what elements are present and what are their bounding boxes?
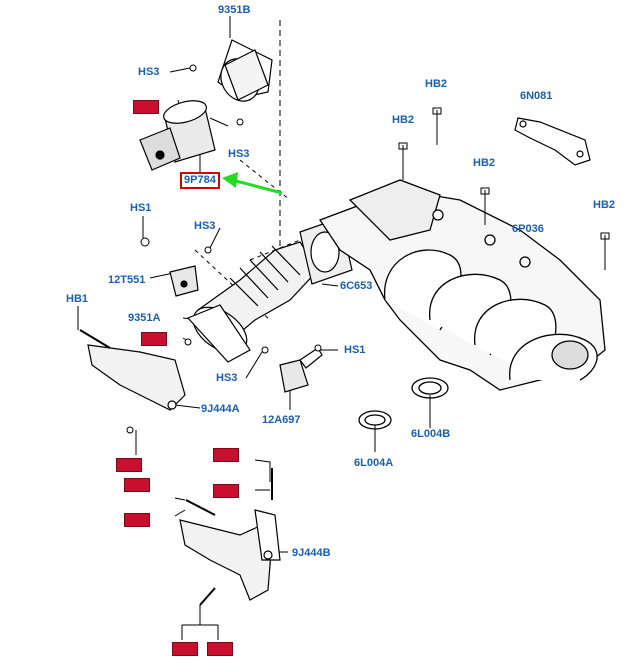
bracket-6N081 [514,117,591,166]
green-arrow [222,172,283,195]
small-screws [126,64,322,434]
label-hs3-lower: HS3 [216,372,238,384]
redacted-label-box [213,448,239,462]
label-hs1-right: HS1 [344,344,366,356]
redacted-label-box [124,478,150,492]
label-hb2-c: HB2 [473,157,496,169]
label-hs1-left: HS1 [130,202,152,214]
label-9351A: 9351A [128,312,161,324]
highlighted-part-label: 9P784 [180,172,220,189]
redacted-label-box [213,484,239,498]
label-hb2-d: HB2 [593,199,616,211]
redacted-label-box [116,458,142,472]
label-12A697: 12A697 [262,414,301,426]
redacted-label-box [124,513,150,527]
redacted-label-box [141,332,167,346]
label-9J444A: 9J444A [201,403,240,415]
label-hs3-left: HS3 [194,220,216,232]
tube-9351B [217,39,273,102]
label-6N081: 6N081 [520,90,553,102]
label-hs3-top: HS3 [138,66,160,78]
label-6P036: 6P036 [512,223,544,235]
redacted-label-box [207,642,233,656]
label-6C653: 6C653 [340,280,373,292]
redacted-label-box [172,642,198,656]
hose-6C653 [186,241,319,363]
bolts-HB2 [398,107,610,270]
gaskets-6L004 [358,377,449,430]
redacted-label-box [133,100,159,114]
sensor-12A697 [279,347,323,393]
label-hb1: HB1 [66,293,89,305]
label-9351B: 9351B [218,4,251,16]
label-hb2-a: HB2 [425,78,448,90]
label-12T551: 12T551 [108,274,146,286]
label-9J444B: 9J444B [292,547,331,559]
intake-manifold [319,179,606,391]
coupler-9P784 [139,100,216,171]
bracket-12T551 [169,265,199,297]
label-6L004B: 6L004B [411,428,451,440]
bracket-9J444A [79,329,186,411]
bracket-9J444B [179,468,281,606]
label-hs3-mid: HS3 [228,148,250,160]
label-hb2-b: HB2 [392,114,415,126]
label-6L004A: 6L004A [354,457,394,469]
